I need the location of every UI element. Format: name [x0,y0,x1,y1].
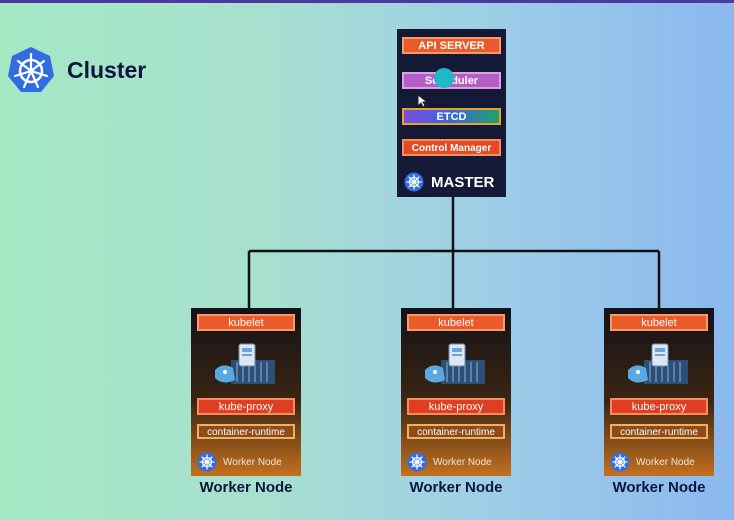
controller-manager-block: Control Manager [402,139,501,156]
container-illustration-icon [215,343,275,384]
worker-node-label: Worker Node [199,479,293,496]
worker-node-2: kubelet kube-proxy container-runtime Wor… [401,308,511,476]
kube-proxy-block: kube-proxy [407,398,505,415]
container-runtime-block: container-runtime [610,424,708,439]
worker-node-label: Worker Node [409,479,503,496]
worker-node-label: Worker Node [612,479,706,496]
worker-node-inner-label: Worker Node [433,457,492,468]
container-runtime-block: container-runtime [197,424,295,439]
kubernetes-helm-icon [197,452,217,472]
worker-node-inner-label: Worker Node [223,457,282,468]
mouse-pointer-icon [417,94,429,108]
api-server-block: API SERVER [402,37,501,54]
etcd-block: ETCD [402,108,501,125]
master-label: MASTER [431,174,495,191]
kube-proxy-block: kube-proxy [610,398,708,415]
kubelet-block: kubelet [610,314,708,331]
cluster-title: Cluster [67,57,147,83]
worker-node-1: kubelet kube-proxy container-runtime Wor… [191,308,301,476]
kubelet-block: kubelet [197,314,295,331]
kubernetes-helm-icon [610,452,630,472]
kubernetes-helm-icon [8,47,54,92]
top-border [0,0,734,3]
kubelet-block: kubelet [407,314,505,331]
master-node: API SERVER Scheduler ETCD Control Manage… [397,29,506,197]
container-illustration-icon [628,343,688,384]
container-runtime-block: container-runtime [407,424,505,439]
kubernetes-helm-icon [404,172,424,192]
container-illustration-icon [425,343,485,384]
worker-node-inner-label: Worker Node [636,457,695,468]
cursor-highlight [434,68,454,88]
worker-node-3: kubelet kube-proxy container-runtime Wor… [604,308,714,476]
kube-proxy-block: kube-proxy [197,398,295,415]
kubernetes-helm-icon [407,452,427,472]
